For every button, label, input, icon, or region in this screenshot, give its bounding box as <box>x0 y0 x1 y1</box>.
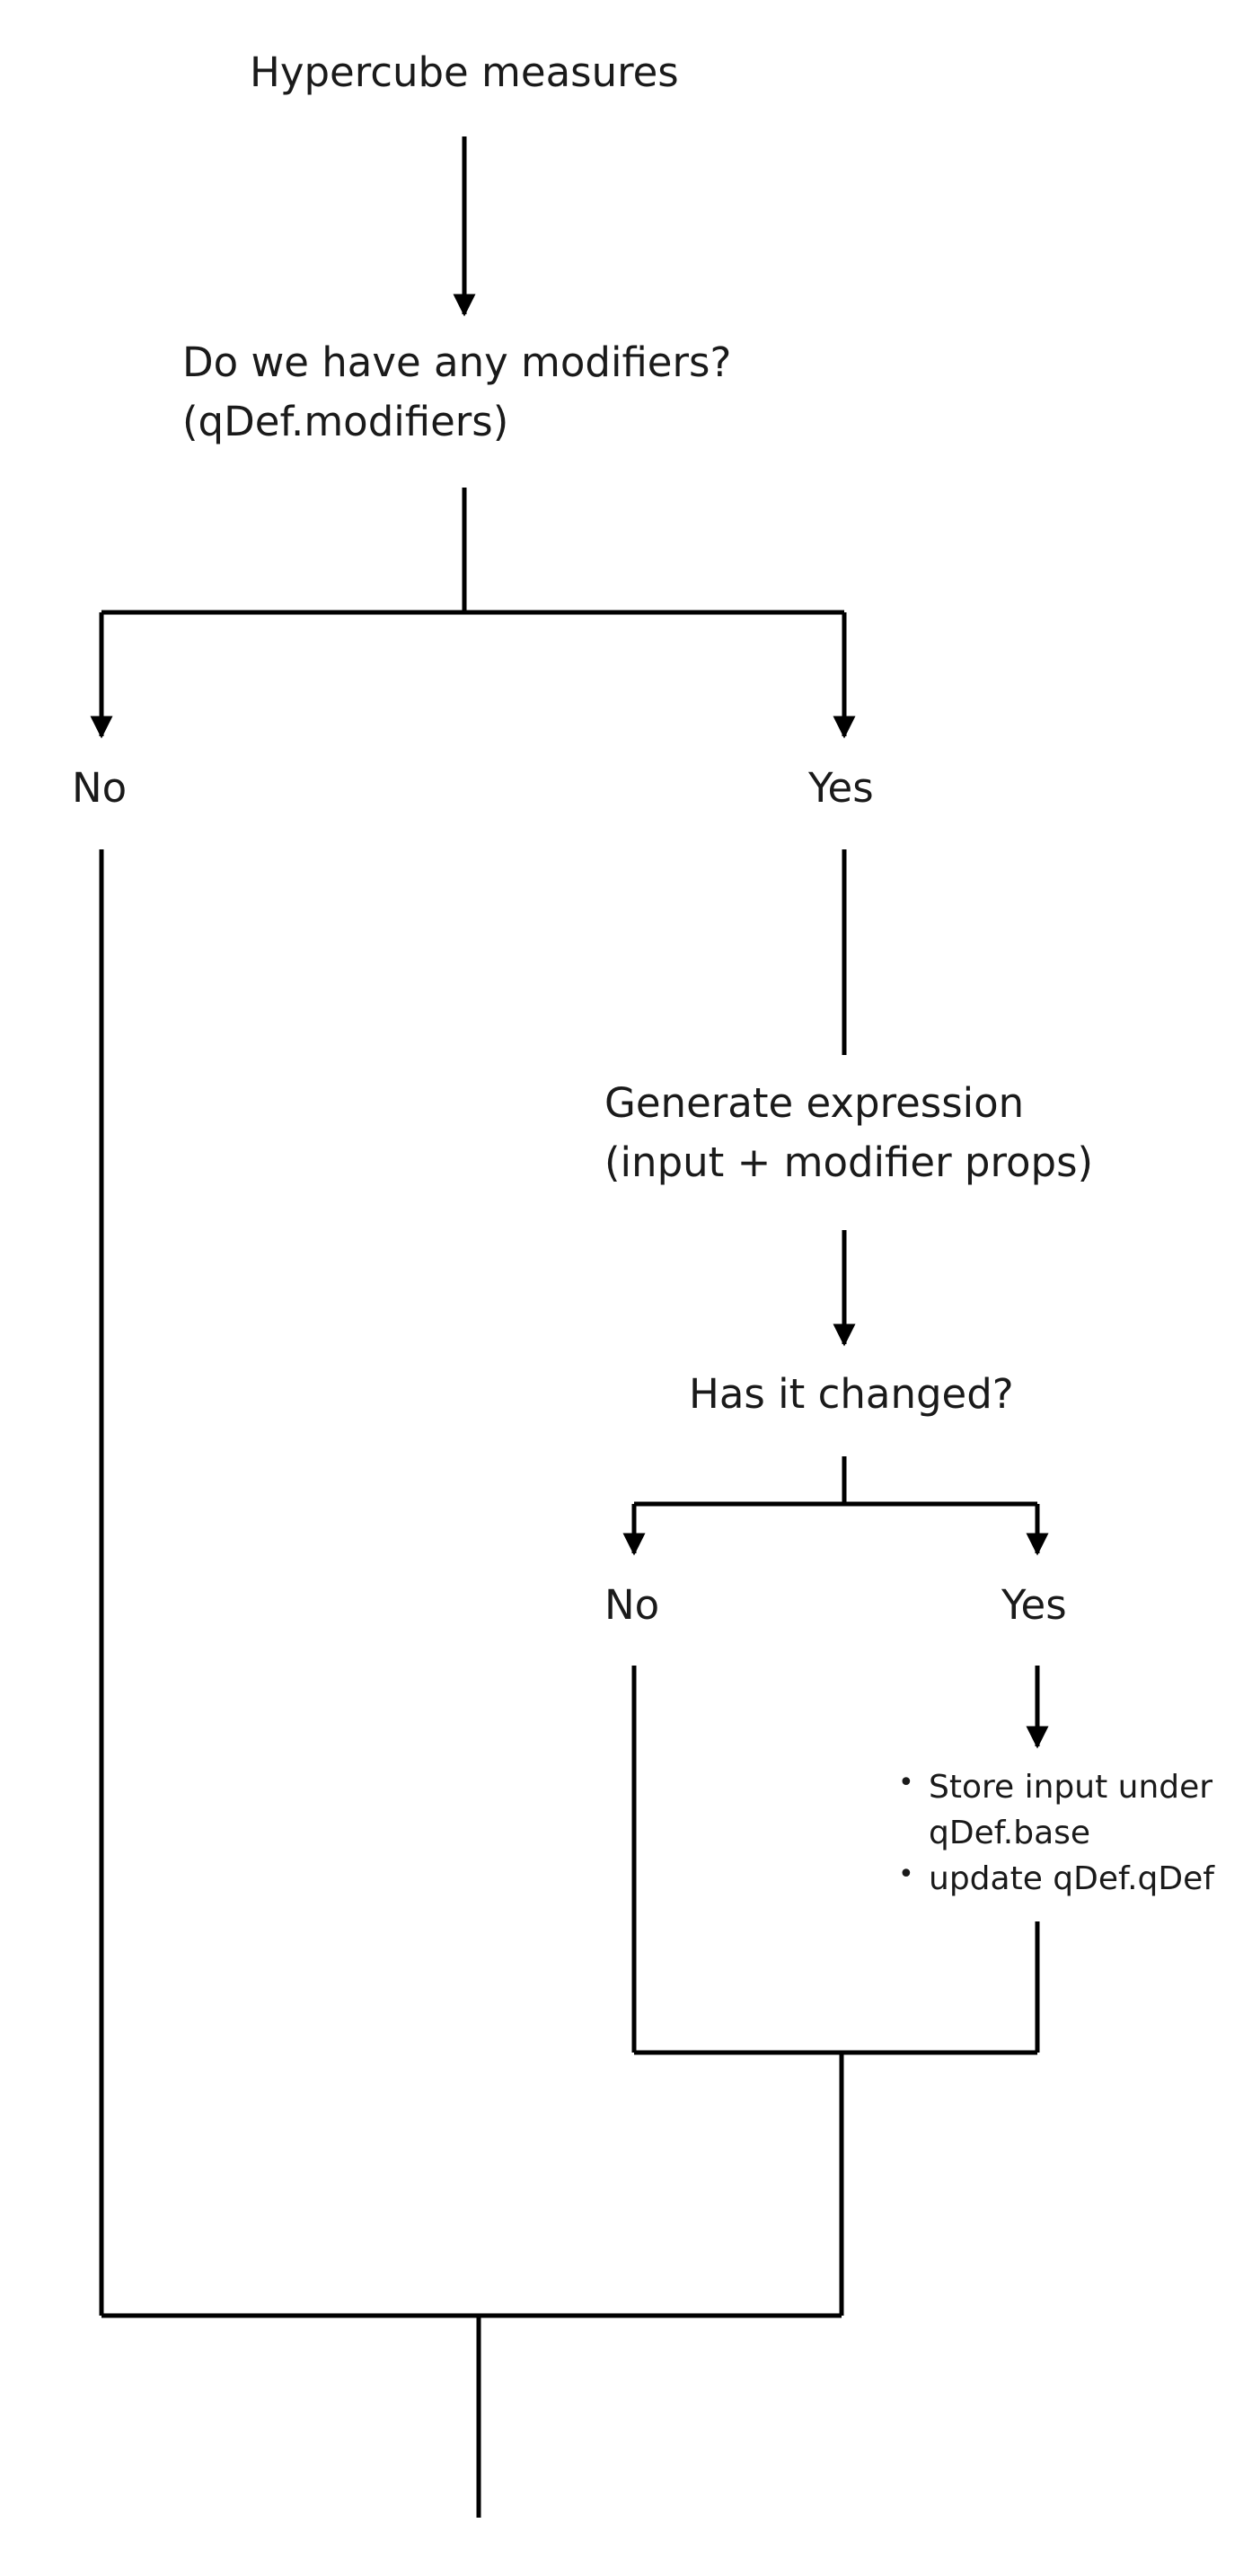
changed-node-label: Has it changed? <box>689 1370 1014 1418</box>
no-2-label: No <box>604 1581 660 1629</box>
action-item-update-qdef: update qDef.qDef <box>898 1856 1214 1902</box>
question-line-1: Do we have any modifiers? <box>182 338 732 386</box>
no-1-label: No <box>72 764 128 812</box>
question-node: Do we have any modifiers? (qDef.modifier… <box>182 338 731 448</box>
action-item-text: Store input under <box>929 1769 1213 1806</box>
generate-line-1: Generate expression <box>604 1079 1025 1127</box>
yes-1-label: Yes <box>808 764 874 812</box>
action-item-text: update qDef.qDef <box>929 1860 1214 1898</box>
action-item-store-input: Store input under qDef.base <box>898 1764 1214 1856</box>
generate-line-2: (input + modifier props) <box>604 1139 1094 1187</box>
generate-node: Generate expression (input + modifier pr… <box>604 1078 1093 1189</box>
question-line-2: (qDef.modifiers) <box>182 398 509 446</box>
action-node-list: Store input under qDef.base update qDef.… <box>898 1764 1214 1902</box>
action-item-text-continued: qDef.base <box>929 1815 1091 1852</box>
start-node-label: Hypercube measures <box>250 48 679 96</box>
yes-2-label: Yes <box>1001 1581 1067 1629</box>
